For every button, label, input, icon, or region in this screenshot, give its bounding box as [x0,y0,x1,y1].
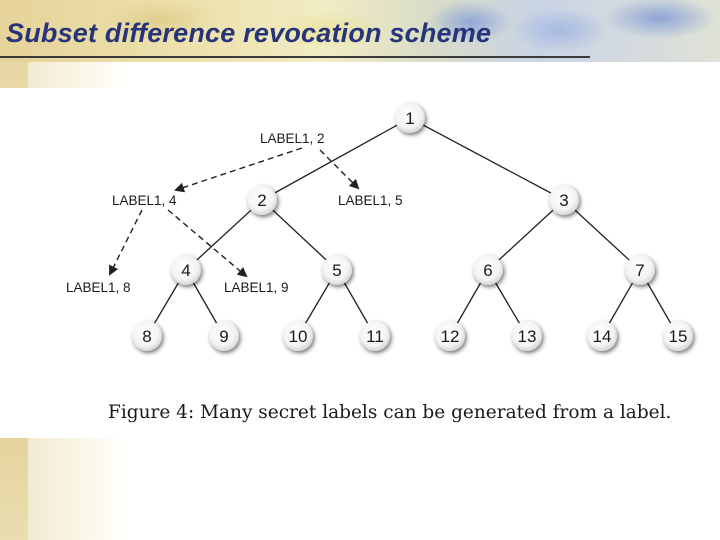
edge-1-2 [261,117,411,201]
node-label-1: 1 [405,109,414,128]
node-label-8: 8 [142,327,151,346]
title-underline [0,56,590,58]
tree-nodes: 1 2 3 4 5 6 7 8 9 10 11 12 13 14 15 [132,103,693,351]
arrow-label12-to-label14 [174,147,303,193]
edge-3-6 [487,199,565,271]
arrow-label12-to-label15 [319,149,360,190]
tree-node-10: 10 [283,321,313,351]
tree-node-7: 7 [625,255,655,285]
edge-1-3 [409,117,565,201]
edge-2-5 [261,199,338,271]
node-label-12: 12 [441,327,460,346]
tree-node-13: 13 [512,321,542,351]
node-label-4: 4 [181,261,190,280]
label-1-4: LABEL1, 4 [112,193,177,208]
label-1-8: LABEL1, 8 [66,280,131,295]
tree-node-6: 6 [473,255,503,285]
derivation-arrows [109,147,360,278]
slide-title: Subset difference revocation scheme [6,18,492,48]
tree-node-9: 9 [209,321,239,351]
arrow-label14-to-label19 [167,209,248,278]
node-label-13: 13 [518,327,537,346]
node-label-10: 10 [289,327,308,346]
tree-node-4: 4 [171,255,201,285]
edge-2-4 [185,199,263,271]
node-label-7: 7 [635,261,644,280]
tree-node-11: 11 [360,321,390,351]
node-label-15: 15 [669,327,688,346]
arrow-label14-to-label18 [109,209,143,276]
tree-node-2: 2 [247,185,277,215]
node-label-11: 11 [366,327,384,346]
node-label-5: 5 [332,261,341,280]
label-1-9: LABEL1, 9 [224,280,289,295]
node-label-6: 6 [483,261,492,280]
tree-edges [146,117,679,337]
tree-node-14: 14 [587,321,617,351]
tree-node-5: 5 [322,255,352,285]
label-1-2: LABEL1, 2 [260,131,325,146]
label-1-5: LABEL1, 5 [338,193,403,208]
tree-node-8: 8 [132,321,162,351]
tree-node-12: 12 [435,321,465,351]
node-label-14: 14 [593,327,612,346]
tree-node-15: 15 [663,321,693,351]
node-label-2: 2 [257,191,266,210]
node-label-9: 9 [219,327,228,346]
figure-caption: Figure 4: Many secret labels can be gene… [108,402,672,423]
decorative-floral-header [0,0,720,62]
node-label-3: 3 [559,191,568,210]
tree-node-1: 1 [395,103,425,133]
secret-labels: LABEL1, 2 LABEL1, 4 LABEL1, 5 LABEL1, 8 … [66,131,403,295]
tree-node-3: 3 [549,185,579,215]
edge-3-7 [563,199,641,271]
